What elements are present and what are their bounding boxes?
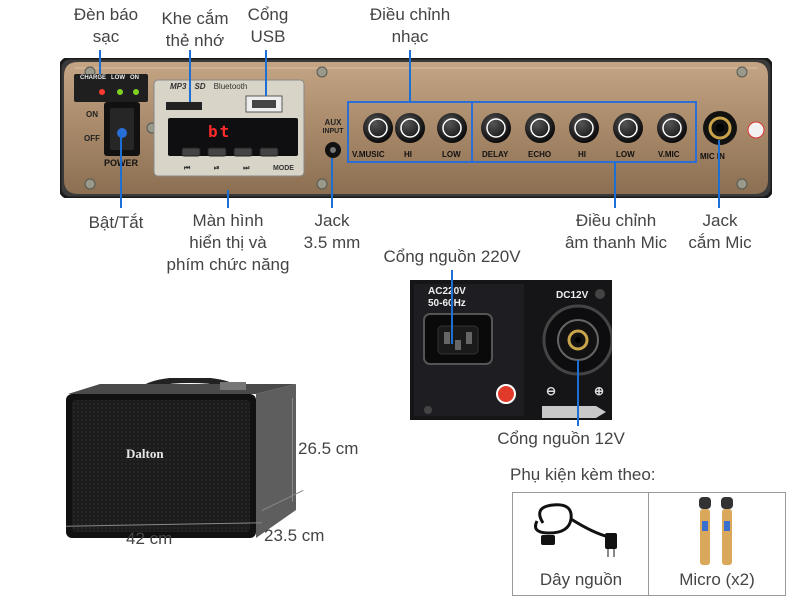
power-switch[interactable] [104, 102, 140, 156]
control-panel-photo: CHARGE LOW ON ON OFF POWER MP3 SD Blueto… [58, 56, 774, 200]
knob-mic-low[interactable]: LOW [616, 150, 635, 159]
minus-icon: ⊖ [546, 384, 557, 398]
aux-callout-line [331, 158, 333, 208]
microphone-label: Micro (x2) [679, 570, 755, 589]
display-callout-line [227, 190, 229, 208]
mode-button[interactable]: MODE [272, 165, 294, 172]
mic-jack-callout: Jack cắm Mic [688, 211, 752, 252]
knob-music-hi[interactable]: HI [404, 150, 412, 159]
knob-v-mic[interactable]: V.MIC [658, 150, 680, 159]
card-callout-line [189, 50, 191, 102]
power-cable-icon [534, 503, 617, 557]
speaker-illustration [66, 376, 296, 538]
memory-card-slot[interactable] [166, 102, 202, 110]
aux-label: AUX INPUT [322, 118, 344, 135]
card-slot-callout: Khe cắm thẻ nhớ [161, 9, 229, 50]
mic-jack-callout-line [718, 140, 720, 208]
play-pause-button[interactable]: ⏯ [213, 165, 220, 172]
width-label: 42 cm [126, 529, 173, 548]
power-callout-line [120, 132, 122, 208]
knob-echo[interactable]: ECHO [528, 150, 552, 159]
aux-jack[interactable] [325, 142, 341, 158]
ac-port-callout: Cổng nguồn 220V [383, 247, 521, 266]
sd-logo: SD [194, 82, 206, 91]
ac-label: AC220V 50-60Hz [428, 286, 466, 309]
charge-indicator-callout: Đèn báo sạc [73, 5, 139, 46]
plus-icon: ⊕ [593, 384, 604, 398]
switch-off-label: OFF [84, 134, 100, 143]
knob-delay[interactable]: DELAY [482, 150, 509, 159]
charge-callout-line [99, 50, 101, 74]
speaker-photo: Dalton [60, 376, 296, 540]
display-buttons-labels: ⏮ ⏯ ⏭ MODE [184, 165, 294, 173]
led-display: bt [208, 122, 232, 141]
mp3-logo: MP3 [170, 82, 187, 91]
usb-port-callout: Cổng USB [247, 5, 289, 46]
height-label: 26.5 cm [298, 439, 359, 458]
ac-power-socket[interactable] [424, 314, 492, 364]
mic-adjust-callout-line [614, 162, 616, 208]
music-callout-line [409, 50, 411, 102]
power-cable-label: Dây nguồn [539, 570, 623, 589]
music-adjust-callout: Điều chỉnh nhạc [369, 5, 451, 46]
accessory-power-cable: Dây nguồn [512, 492, 650, 596]
knob-mic-hi[interactable]: HI [578, 150, 586, 159]
dc-port-callout: Cổng nguồn 12V [497, 429, 625, 448]
switch-on-label: ON [86, 110, 98, 119]
accessory-microphones: Micro (x2) [648, 492, 786, 596]
polarity-symbols: ⊖ ⊕ [546, 384, 604, 398]
power-panel-photo: AC220V 50-60Hz DC12V ⊖ ⊕ [410, 280, 614, 420]
height-dimension-line [292, 398, 293, 502]
bluetooth-logo: Bluetooth [213, 82, 248, 91]
speaker-brand: Dalton [126, 446, 164, 461]
ac-callout-line [451, 270, 453, 344]
device-logos: MP3 SD Bluetooth [170, 82, 247, 91]
knob-music-low[interactable]: LOW [442, 150, 461, 159]
knob-v-music[interactable]: V.MUSIC [352, 150, 385, 159]
indicator-labels: CHARGE LOW ON [80, 75, 140, 81]
next-button[interactable]: ⏭ [243, 165, 250, 172]
mic-in-label: MIC IN [700, 152, 725, 161]
microphone-icon [699, 497, 733, 565]
dc-callout-line [577, 360, 579, 426]
control-panel-illustration [58, 56, 774, 200]
prev-button[interactable]: ⏮ [184, 165, 191, 172]
aux-jack-callout: Jack 3.5 mm [303, 211, 361, 252]
power-switch-callout: Bật/Tắt [88, 213, 144, 232]
mic-adjust-callout: Điều chỉnh âm thanh Mic [564, 211, 668, 252]
usb-callout-line [265, 50, 267, 96]
depth-label: 23.5 cm [264, 526, 325, 545]
display-keys-callout: Màn hình hiển thị và phím chức năng [166, 211, 290, 274]
accessories-heading: Phụ kiện kèm theo: [510, 465, 656, 484]
mic-in-jack[interactable] [703, 111, 737, 145]
usb-port[interactable] [246, 96, 282, 112]
dc-label: DC12V [556, 290, 589, 301]
